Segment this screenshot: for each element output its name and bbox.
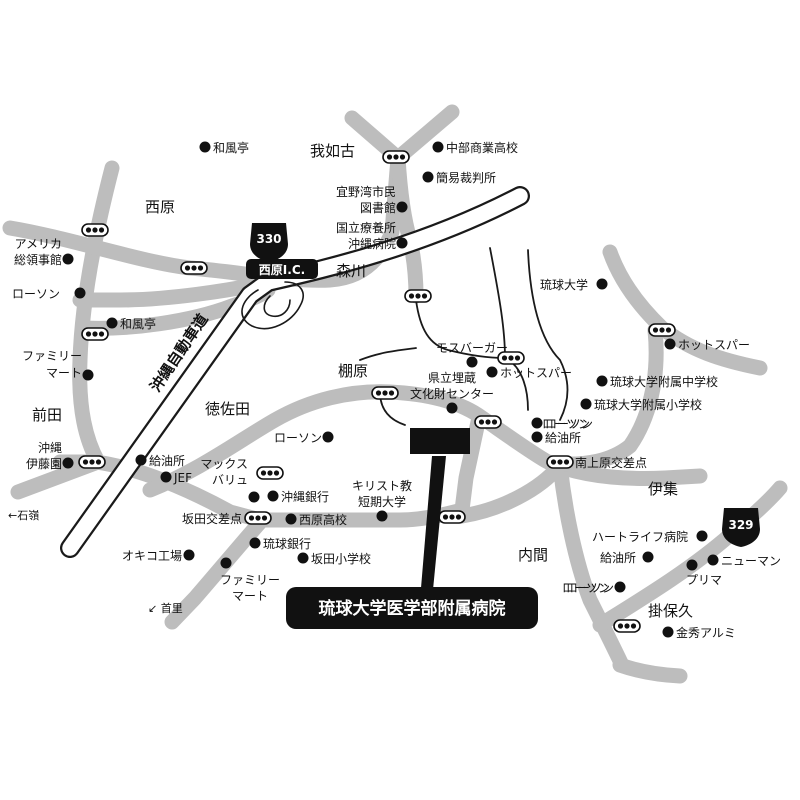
poi-label: 中部商業高校 xyxy=(446,140,518,155)
poi-label: 坂田小学校 xyxy=(311,551,371,566)
poi-label: マート xyxy=(232,589,268,603)
traffic-signal-icon xyxy=(474,415,502,429)
traffic-signal-icon xyxy=(81,223,109,237)
traffic-signal-icon xyxy=(180,261,208,275)
poi-label: 簡易裁判所 xyxy=(436,170,496,185)
poi-label: オキコ工場 xyxy=(122,549,182,563)
poi-label: 文化財センター xyxy=(410,386,494,401)
poi-label: 和風亭 xyxy=(213,140,249,155)
traffic-signal-icon xyxy=(371,386,399,400)
interchange-badge: 西原I.C. xyxy=(246,259,318,279)
poi-label: 南上原交差点 xyxy=(575,455,647,470)
poi-label: モスバーガー xyxy=(436,341,508,355)
area-label: 森川 xyxy=(336,262,366,280)
area-label: 掛保久 xyxy=(648,602,693,620)
poi-label: 給油所 xyxy=(600,551,636,565)
poi-label: ローソン xyxy=(545,417,593,431)
route-number: 330 xyxy=(256,232,281,246)
destination-label: ↙ 首里 xyxy=(148,601,183,615)
poi-label: JEF xyxy=(173,471,192,485)
traffic-signal-icon xyxy=(648,323,676,337)
destination-label: ←石嶺 xyxy=(8,509,39,522)
poi-label: アメリカ xyxy=(15,237,62,251)
traffic-signal-icon xyxy=(546,455,574,469)
poi-label: 給油所 xyxy=(149,454,185,468)
area-label: 伊集 xyxy=(648,480,678,498)
poi-label: 短期大学 xyxy=(358,494,406,509)
road-network xyxy=(2,104,788,684)
poi-label: 国立療養所 xyxy=(336,220,396,235)
hospital-destination: 琉球大学医学部附属病院 xyxy=(286,428,538,629)
poi-label: キリスト教 xyxy=(352,478,412,493)
poi-label: 給油所 xyxy=(545,431,581,445)
poi-label: 伊藤園 xyxy=(26,457,62,471)
area-label: 我如古 xyxy=(310,142,355,160)
minor-roads xyxy=(359,247,569,426)
poi-label: 沖縄銀行 xyxy=(281,489,329,504)
traffic-signal-icon xyxy=(382,150,410,164)
hospital-marker-icon xyxy=(410,428,470,454)
traffic-signal-icon xyxy=(78,455,106,469)
poi-label: ローソン xyxy=(562,581,610,595)
destination-title: 琉球大学医学部附属病院 xyxy=(319,598,506,619)
poi-label: ローソン xyxy=(566,581,614,595)
poi-group-center: モスバーガー 県立埋蔵 文化財センター キリスト教 短期大学 ファミリー マート xyxy=(220,341,508,603)
poi-label: 金秀アルミ xyxy=(676,625,736,640)
poi-label: 図書館 xyxy=(360,200,396,215)
poi-label: 和風亭 xyxy=(120,316,156,331)
route-329-shield: 329 xyxy=(722,508,760,547)
poi-label: ローソン xyxy=(274,431,322,445)
map-labels: 我如古 西原 森川 棚原 徳佐田 前田 伊集 内間 掛保久 沖縄自動車道 ←石嶺… xyxy=(8,140,781,640)
poi-group-right: 和風亭 中部商業高校 簡易裁判所 ローソン 和風亭 ホットスパー 琉球大学 ホッ… xyxy=(12,140,781,640)
poi-label: ローソン xyxy=(12,287,60,301)
poi-group-left: 宜野湾市民 図書館 国立療養所 沖縄病院 アメリカ 総領事館 ファミリー マート… xyxy=(14,184,614,595)
poi-label: 総領事館 xyxy=(14,252,62,267)
poi-label: 琉球銀行 xyxy=(263,537,311,551)
poi-label: 西原高校 xyxy=(299,512,347,527)
poi-label: 坂田交差点 xyxy=(182,511,242,526)
area-label: 前田 xyxy=(32,406,62,424)
area-label: 西原 xyxy=(145,198,175,216)
interchange-label: 西原I.C. xyxy=(259,263,305,277)
poi-label: ニューマン xyxy=(721,554,781,568)
poi-label: ローソン xyxy=(542,417,590,431)
poi-label: マート xyxy=(46,366,82,380)
okinawa-expressway xyxy=(60,186,530,558)
traffic-signal-icon xyxy=(81,327,109,341)
poi-label: バリュ xyxy=(212,473,248,487)
traffic-signal-icon xyxy=(438,510,466,524)
area-label: 徳佐田 xyxy=(205,400,250,418)
route-330-shield: 330 xyxy=(250,223,288,262)
poi-label: ファミリー xyxy=(220,573,280,587)
poi-label: プリマ xyxy=(686,573,722,587)
poi-label: ハートライフ病院 xyxy=(592,529,688,544)
traffic-signal-icon xyxy=(244,511,272,525)
traffic-signal-icon xyxy=(404,289,432,303)
poi-label: 沖縄 xyxy=(38,440,62,455)
poi-label: ファミリー xyxy=(22,349,82,363)
traffic-signal-icon xyxy=(256,466,284,480)
poi-label: 琉球大学 xyxy=(540,277,588,292)
area-label: 内間 xyxy=(518,546,548,564)
poi-label: ホットスパー xyxy=(500,366,572,380)
poi-label: 宜野湾市民 xyxy=(336,184,396,199)
poi-label: マックス xyxy=(200,457,248,471)
poi-label: 琉球大学附属小学校 xyxy=(594,397,702,412)
poi-label: 沖縄病院 xyxy=(348,236,396,251)
poi-label: 琉球大学附属中学校 xyxy=(610,374,718,389)
traffic-signal-icon xyxy=(613,619,641,633)
poi-label: ホットスパー xyxy=(678,338,750,352)
area-label: 棚原 xyxy=(338,362,368,380)
route-number: 329 xyxy=(728,518,753,532)
poi-label: 県立埋蔵 xyxy=(428,370,476,385)
